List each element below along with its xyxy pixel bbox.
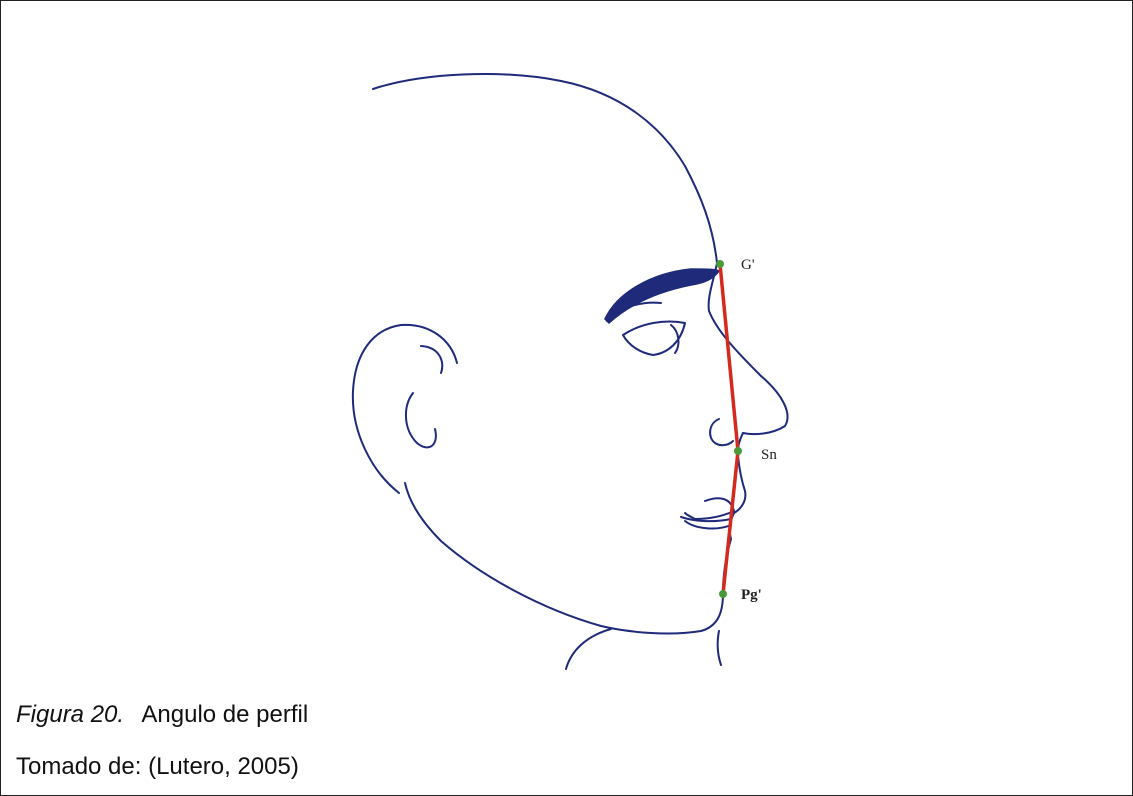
- landmark-subnasale-label: Sn: [761, 447, 777, 463]
- landmark-glabella-label: G': [741, 257, 755, 273]
- figure-source: Tomado de: (Lutero, 2005): [16, 753, 299, 781]
- ear-canal: [406, 393, 436, 447]
- eye-pupil: [671, 325, 678, 353]
- figure-caption: Figura 20. Angulo de perfil: [16, 701, 308, 729]
- eye-outline: [623, 322, 685, 356]
- jaw-outline: [405, 483, 601, 626]
- landmark-pogonion-point: [719, 590, 727, 598]
- nose-outline: [709, 263, 788, 434]
- ear-inner: [421, 346, 442, 373]
- landmark-subnasale-point: [734, 447, 742, 455]
- profile-line-lower: [723, 451, 738, 594]
- neck-outline: [566, 629, 611, 669]
- figure-number: Figura 20.: [16, 701, 124, 728]
- eyebrow-shape: [605, 269, 719, 323]
- landmark-glabella-point: [716, 260, 724, 268]
- landmark-pogonion-label: Pg': [741, 587, 762, 603]
- skull-outline: [373, 74, 717, 263]
- profile-diagram: G' Sn Pg': [1, 1, 1132, 691]
- ear-outline: [353, 325, 457, 493]
- figure-title: Angulo de perfil: [141, 701, 308, 728]
- neck-front-outline: [718, 631, 721, 665]
- mouth-outline: [685, 498, 734, 519]
- chin-outline: [601, 539, 731, 633]
- nostril-outline: [710, 419, 733, 445]
- profile-line-upper: [720, 264, 738, 451]
